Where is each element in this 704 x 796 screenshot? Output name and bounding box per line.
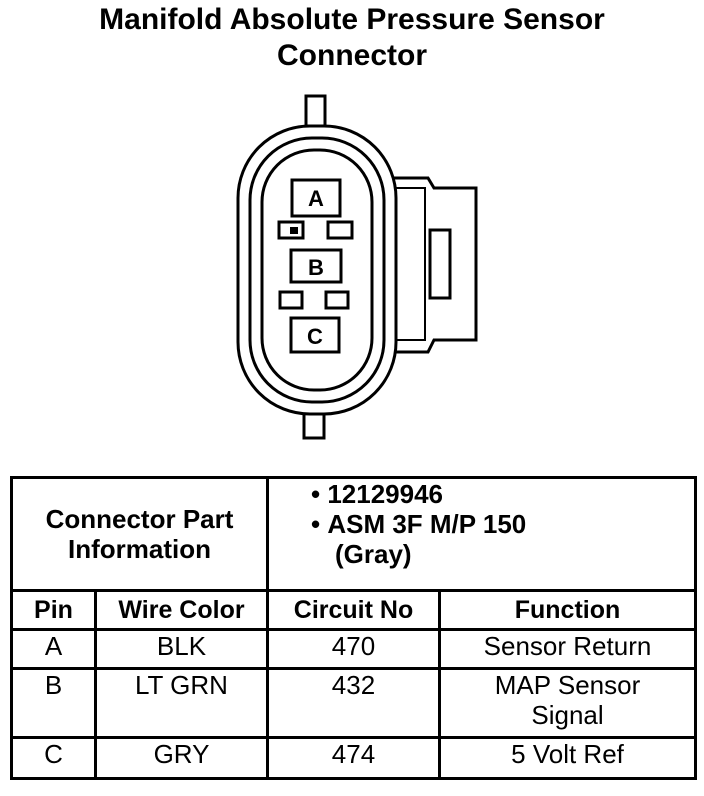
connector-pin-face <box>260 148 374 392</box>
connector-inner-shell <box>248 136 386 404</box>
part-description: ASM 3F M/P 150 <box>311 509 694 539</box>
locator-lower-right <box>324 290 350 310</box>
cell-wire-color: LT GRN <box>94 667 269 739</box>
cell-function: 5 Volt Ref <box>437 736 698 780</box>
pin-b-label: B <box>308 255 324 280</box>
connector-info-table: Connector Part Information 12129946 ASM … <box>10 476 698 780</box>
header-circuit-no: Circuit No <box>266 589 441 631</box>
part-number: 12129946 <box>311 479 694 509</box>
pin-a-socket <box>290 178 342 218</box>
cell-wire-color: BLK <box>94 628 269 670</box>
table-header-row: Pin Wire Color Circuit No Function <box>10 589 698 631</box>
cell-circuit-no: 470 <box>266 628 441 670</box>
table-row: C GRY 474 5 Volt Ref <box>10 736 698 780</box>
title-line-1: Manifold Absolute Pressure Sensor <box>99 3 605 36</box>
cell-circuit-no: 474 <box>266 736 441 780</box>
cell-function: Sensor Return <box>437 628 698 670</box>
pin-c-label: C <box>307 324 323 349</box>
diagram-title: Manifold Absolute Pressure Sensor Connec… <box>0 2 704 74</box>
header-pin: Pin <box>10 589 97 631</box>
part-info-details: 12129946 ASM 3F M/P 150 (Gray) <box>265 476 698 592</box>
table-row: A BLK 470 Sensor Return <box>10 628 698 670</box>
part-info-row: Connector Part Information 12129946 ASM … <box>10 476 698 592</box>
header-wire-color: Wire Color <box>94 589 269 631</box>
pin-a-label: A <box>308 186 324 211</box>
part-info-label: Connector Part Information <box>10 476 269 592</box>
cell-pin: C <box>10 736 97 780</box>
cell-circuit-no: 432 <box>266 667 441 739</box>
title-line-2: Connector <box>277 39 427 72</box>
pin-c-socket <box>289 316 341 354</box>
cell-function: MAP Sensor Signal <box>437 667 698 739</box>
connector-diagram: A B C <box>236 94 478 440</box>
latch-slot <box>428 228 452 300</box>
locator-upper-right <box>326 220 354 240</box>
header-function: Function <box>437 589 698 631</box>
cell-wire-color: GRY <box>94 736 269 780</box>
connector-top-tab <box>304 94 327 128</box>
cell-pin: A <box>10 628 97 670</box>
cell-pin: B <box>10 667 97 739</box>
part-color: (Gray) <box>335 539 412 569</box>
table-row: B LT GRN 432 MAP Sensor Signal <box>10 667 698 739</box>
locator-lower-left <box>278 290 304 310</box>
pin-b-socket <box>289 248 343 284</box>
